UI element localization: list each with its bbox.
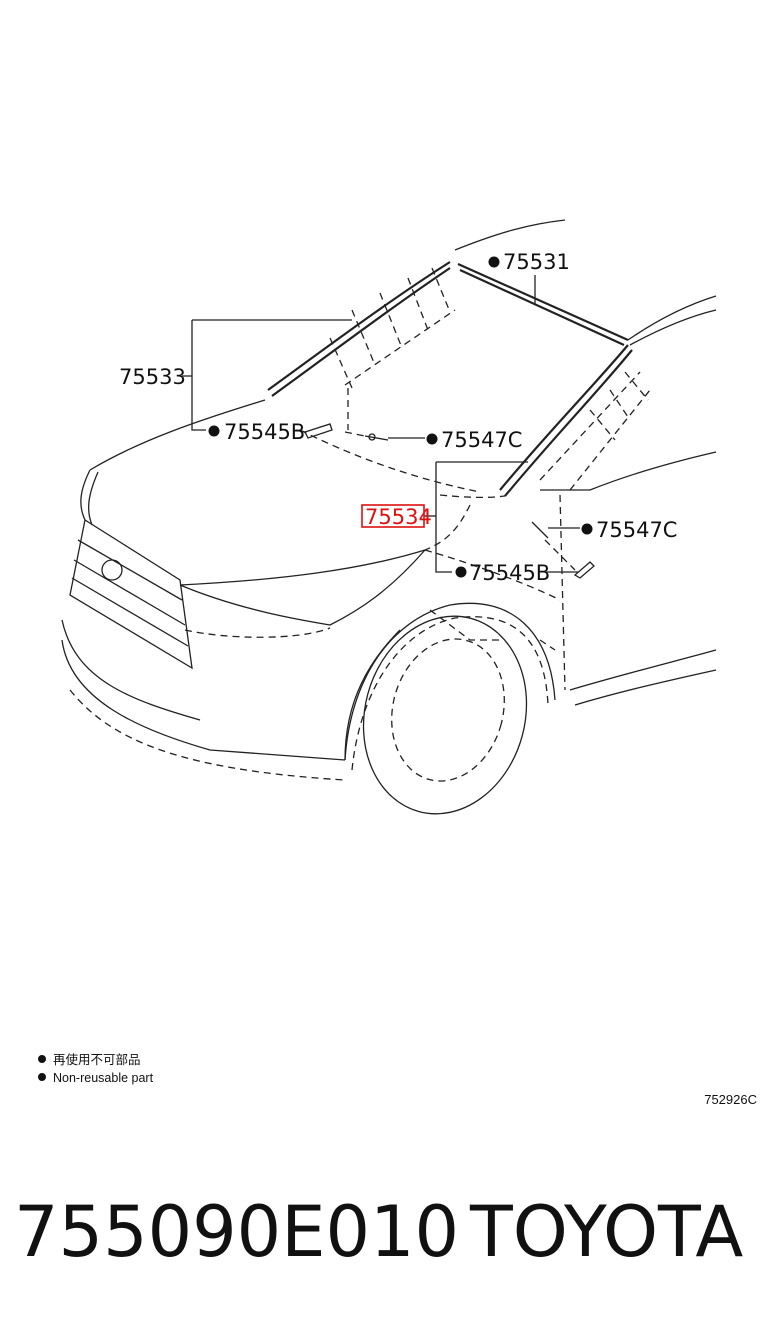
legend-line-en: Non-reusable part [53,1071,154,1085]
diagram-code: 752926C [704,1092,757,1107]
part-label-75533: 75533 [119,365,186,389]
part-label-75531: 75531 [503,250,570,274]
part-label-75545b-bottom: 75545B [469,561,550,585]
non-reusable-dot-icon [488,256,500,268]
callout-75545b-top[interactable]: 75545B [208,420,306,444]
bullet-icon [38,1073,46,1081]
vehicle-drawing [61,219,717,815]
leader-lines [182,275,580,573]
callout-75531[interactable]: 75531 [488,250,570,274]
callout-75533[interactable]: 75533 [119,365,186,389]
part-label-75545b-top: 75545B [224,420,305,444]
bullet-icon [38,1055,46,1063]
callout-75534-highlighted[interactable]: 75534 [361,504,432,529]
callout-75547c-top[interactable]: 75547C [426,428,523,452]
non-reusable-dot-icon [208,425,220,437]
part-label-75547c-top: 75547C [441,428,522,452]
brand-name: TOYOTA [469,1191,743,1273]
legend: 再使用不可部品 Non-reusable part [38,1052,154,1085]
highlight-box [361,504,425,528]
part-number: 755090E010 [14,1191,459,1273]
non-reusable-dot-icon [455,566,467,578]
non-reusable-dot-icon [581,523,593,535]
callout-75547c-right[interactable]: 75547C [581,518,678,542]
callout-75545b-bottom[interactable]: 75545B [455,561,551,585]
part-label-75534: 75534 [365,505,432,529]
non-reusable-dot-icon [426,433,438,445]
legend-line-cn: 再使用不可部品 [53,1052,141,1067]
part-label-75547c-right: 75547C [596,518,677,542]
